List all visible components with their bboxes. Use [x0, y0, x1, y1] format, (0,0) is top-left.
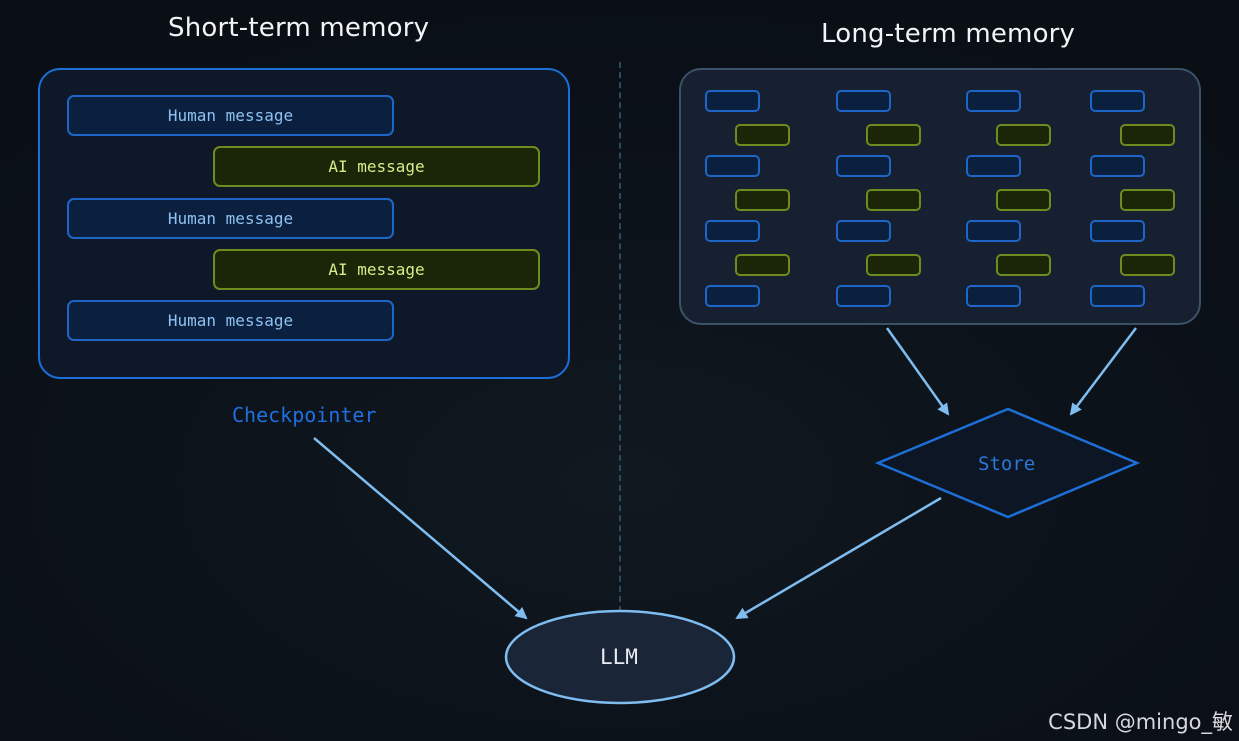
human-message-box: Human message [67, 198, 394, 239]
stored-ai-message-block [1120, 189, 1175, 211]
store-node [874, 407, 1141, 519]
stored-ai-message-block [735, 189, 790, 211]
llm-label: LLM [600, 645, 638, 669]
stored-human-message-block [966, 90, 1021, 112]
ai-message-box: AI message [213, 249, 540, 290]
stored-human-message-block [1090, 155, 1145, 177]
stored-ai-message-block [735, 124, 790, 146]
checkpointer-label: Checkpointer [232, 403, 377, 427]
stored-human-message-block [705, 155, 760, 177]
stored-ai-message-block [1120, 254, 1175, 276]
arrow-store-to-llm [735, 496, 942, 620]
stored-human-message-block [966, 285, 1021, 307]
store-label: Store [978, 453, 1036, 475]
arrow-long-term-to-store-left [885, 327, 950, 416]
stored-human-message-block [966, 220, 1021, 242]
stored-ai-message-block [1120, 124, 1175, 146]
stored-ai-message-block [735, 254, 790, 276]
stored-ai-message-block [996, 254, 1051, 276]
long-term-memory-title: Long-term memory [821, 19, 1076, 49]
stored-ai-message-block [866, 124, 921, 146]
stored-human-message-block [705, 90, 760, 112]
stored-human-message-block [1090, 90, 1145, 112]
stored-human-message-block [1090, 285, 1145, 307]
stored-human-message-block [1090, 220, 1145, 242]
human-message-box: Human message [67, 95, 394, 136]
llm-node [504, 609, 736, 705]
human-message-box: Human message [67, 300, 394, 341]
stored-ai-message-block [866, 189, 921, 211]
arrow-checkpointer-to-llm [313, 437, 528, 620]
stored-human-message-block [836, 155, 891, 177]
watermark: CSDN @mingo_敏 [1048, 710, 1233, 734]
stored-ai-message-block [866, 254, 921, 276]
stored-human-message-block [705, 220, 760, 242]
arrow-long-term-to-store-right [1069, 327, 1137, 416]
stored-human-message-block [705, 285, 760, 307]
stored-human-message-block [836, 285, 891, 307]
stored-human-message-block [836, 90, 891, 112]
stored-human-message-block [966, 155, 1021, 177]
stored-human-message-block [836, 220, 891, 242]
stored-ai-message-block [996, 124, 1051, 146]
short-term-memory-title: Short-term memory [168, 13, 430, 43]
ai-message-box: AI message [213, 146, 540, 187]
section-divider [619, 62, 621, 612]
stored-ai-message-block [996, 189, 1051, 211]
